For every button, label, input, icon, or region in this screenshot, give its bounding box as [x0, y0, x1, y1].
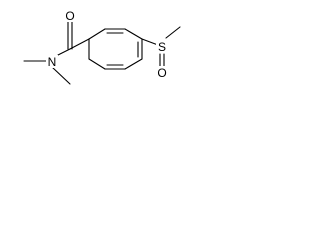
carbonyl-oxygen-bg: [64, 9, 76, 22]
carbonyl-to-nitrogen-bond: [57, 48, 71, 56]
amide-nitrogen-bg: [46, 55, 58, 68]
nitrogen-methyl-down-bond: [51, 66, 71, 85]
sulfur-methyl-bond: [165, 26, 181, 39]
amide-nitrogen-label: N: [48, 55, 57, 69]
ring-bond-1: [88, 28, 106, 40]
ring-bond-5: [124, 58, 143, 70]
sulfur-bg: [156, 40, 168, 53]
ring-to-carbonyl-bond: [69, 38, 90, 50]
sulfinyl-oxygen-bg: [156, 66, 168, 79]
sulfinyl-oxygen-label: O: [157, 66, 166, 80]
sulfur-label: S: [158, 40, 166, 54]
structure-diagram: O N S O: [23, 9, 181, 85]
ring-bond-3: [124, 28, 143, 40]
ring-bond-7: [88, 58, 106, 70]
carbonyl-oxygen-label: O: [65, 9, 74, 23]
ring-to-sulfur-bond: [141, 38, 159, 46]
